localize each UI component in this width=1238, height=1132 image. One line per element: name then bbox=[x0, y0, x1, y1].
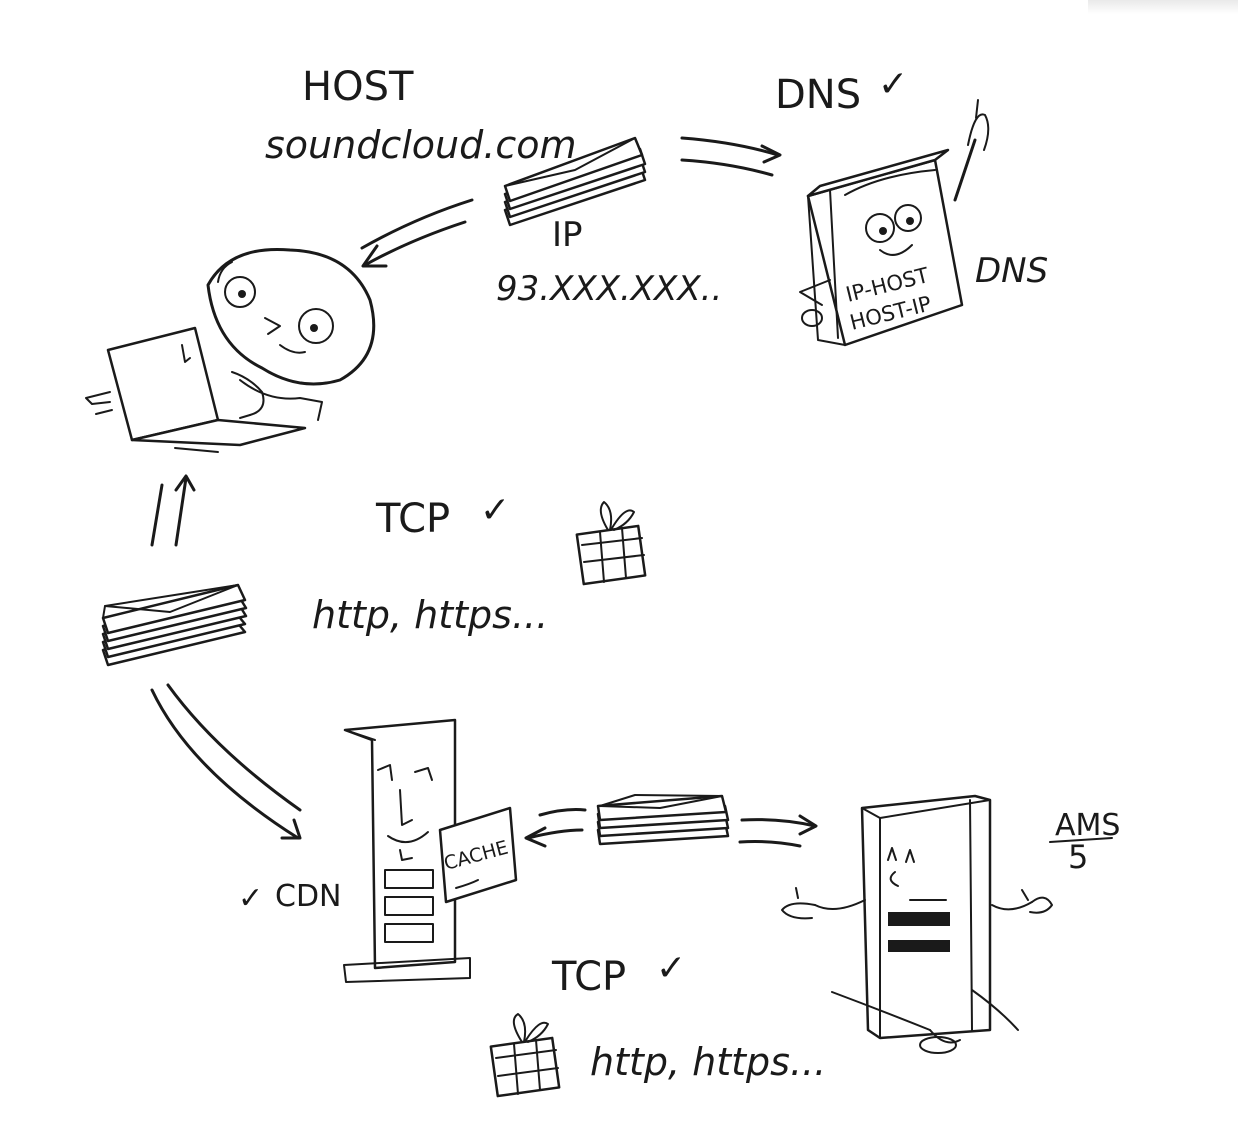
http-top: http, https... bbox=[312, 593, 548, 637]
dns-check-text: DNS bbox=[775, 72, 861, 118]
origin-server bbox=[781, 794, 1053, 1054]
dns-check-label: DNS ✓ bbox=[775, 64, 908, 118]
gift-icon-bottom bbox=[489, 1013, 561, 1098]
envelope-stack-middle bbox=[596, 794, 730, 846]
cdn-checkmark: ✓ bbox=[238, 881, 263, 916]
tcp-top-checkmark: ✓ bbox=[480, 490, 510, 531]
cdn-server: CACHE bbox=[343, 718, 518, 983]
tcp-check-bottom: TCP ✓ bbox=[551, 948, 686, 1000]
arrow-cdn-origin bbox=[524, 808, 818, 848]
cdn-label: CDN bbox=[275, 879, 342, 914]
http-bottom: http, https... bbox=[590, 1040, 826, 1084]
tcp-bottom-text: TCP bbox=[551, 954, 626, 1000]
arrow-up-to-user bbox=[150, 474, 196, 547]
arrow-to-dns bbox=[680, 136, 782, 177]
ams-label: AMS 5 bbox=[1049, 808, 1120, 876]
dns-book-character: IP-HOST HOST-IP bbox=[799, 99, 990, 347]
dns-side-label: DNS bbox=[975, 251, 1048, 291]
tcp-bottom-checkmark: ✓ bbox=[656, 948, 686, 989]
envelope-stack-top bbox=[503, 136, 647, 227]
host-title: HOST bbox=[302, 64, 414, 110]
arrow-to-user bbox=[360, 198, 474, 268]
host-domain: soundcloud.com bbox=[265, 123, 576, 167]
page-corner-shadow bbox=[1088, 0, 1238, 14]
cdn-check-label: ✓ CDN bbox=[238, 879, 342, 916]
tcp-top-text: TCP bbox=[375, 496, 450, 542]
arrow-to-cdn bbox=[150, 683, 302, 840]
ip-value: 93.XXX.XXX.. bbox=[496, 269, 722, 309]
ams-line-2: 5 bbox=[1068, 838, 1088, 876]
envelope-stack-left bbox=[101, 583, 248, 667]
user-with-laptop bbox=[85, 247, 376, 453]
ip-title: IP bbox=[552, 215, 583, 255]
dns-checkmark: ✓ bbox=[878, 64, 908, 105]
tcp-check-top: TCP ✓ bbox=[375, 490, 510, 542]
gift-icon-top bbox=[575, 501, 647, 586]
